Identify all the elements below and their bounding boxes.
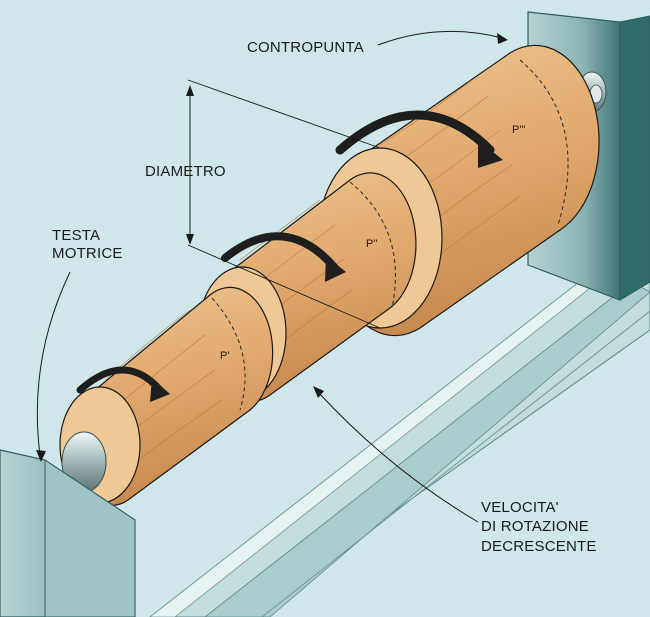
point-label-p1: P' xyxy=(220,350,230,362)
point-label-p2: P'' xyxy=(366,238,378,250)
point-label-p3: P''' xyxy=(512,124,526,136)
diameter-dimension xyxy=(186,79,381,329)
rotation-arrow-small xyxy=(76,366,170,402)
lathe-bed xyxy=(149,249,650,617)
leader-lines xyxy=(36,30,508,523)
label-tailstock: CONTROPUNTA xyxy=(247,39,364,56)
label-headstock-line2: MOTRICE xyxy=(52,245,123,262)
rotation-arrow-large xyxy=(335,110,503,168)
rotation-arrow-medium xyxy=(221,232,346,282)
headstock xyxy=(0,431,136,617)
label-speed-line2: DI ROTAZIONE xyxy=(481,518,589,535)
label-diameter: DIAMETRO xyxy=(145,163,226,180)
label-speed-line1: VELOCITA' xyxy=(481,499,559,516)
label-speed-line3: DECRESCENTE xyxy=(481,538,597,555)
label-headstock-line1: TESTA xyxy=(52,227,101,244)
